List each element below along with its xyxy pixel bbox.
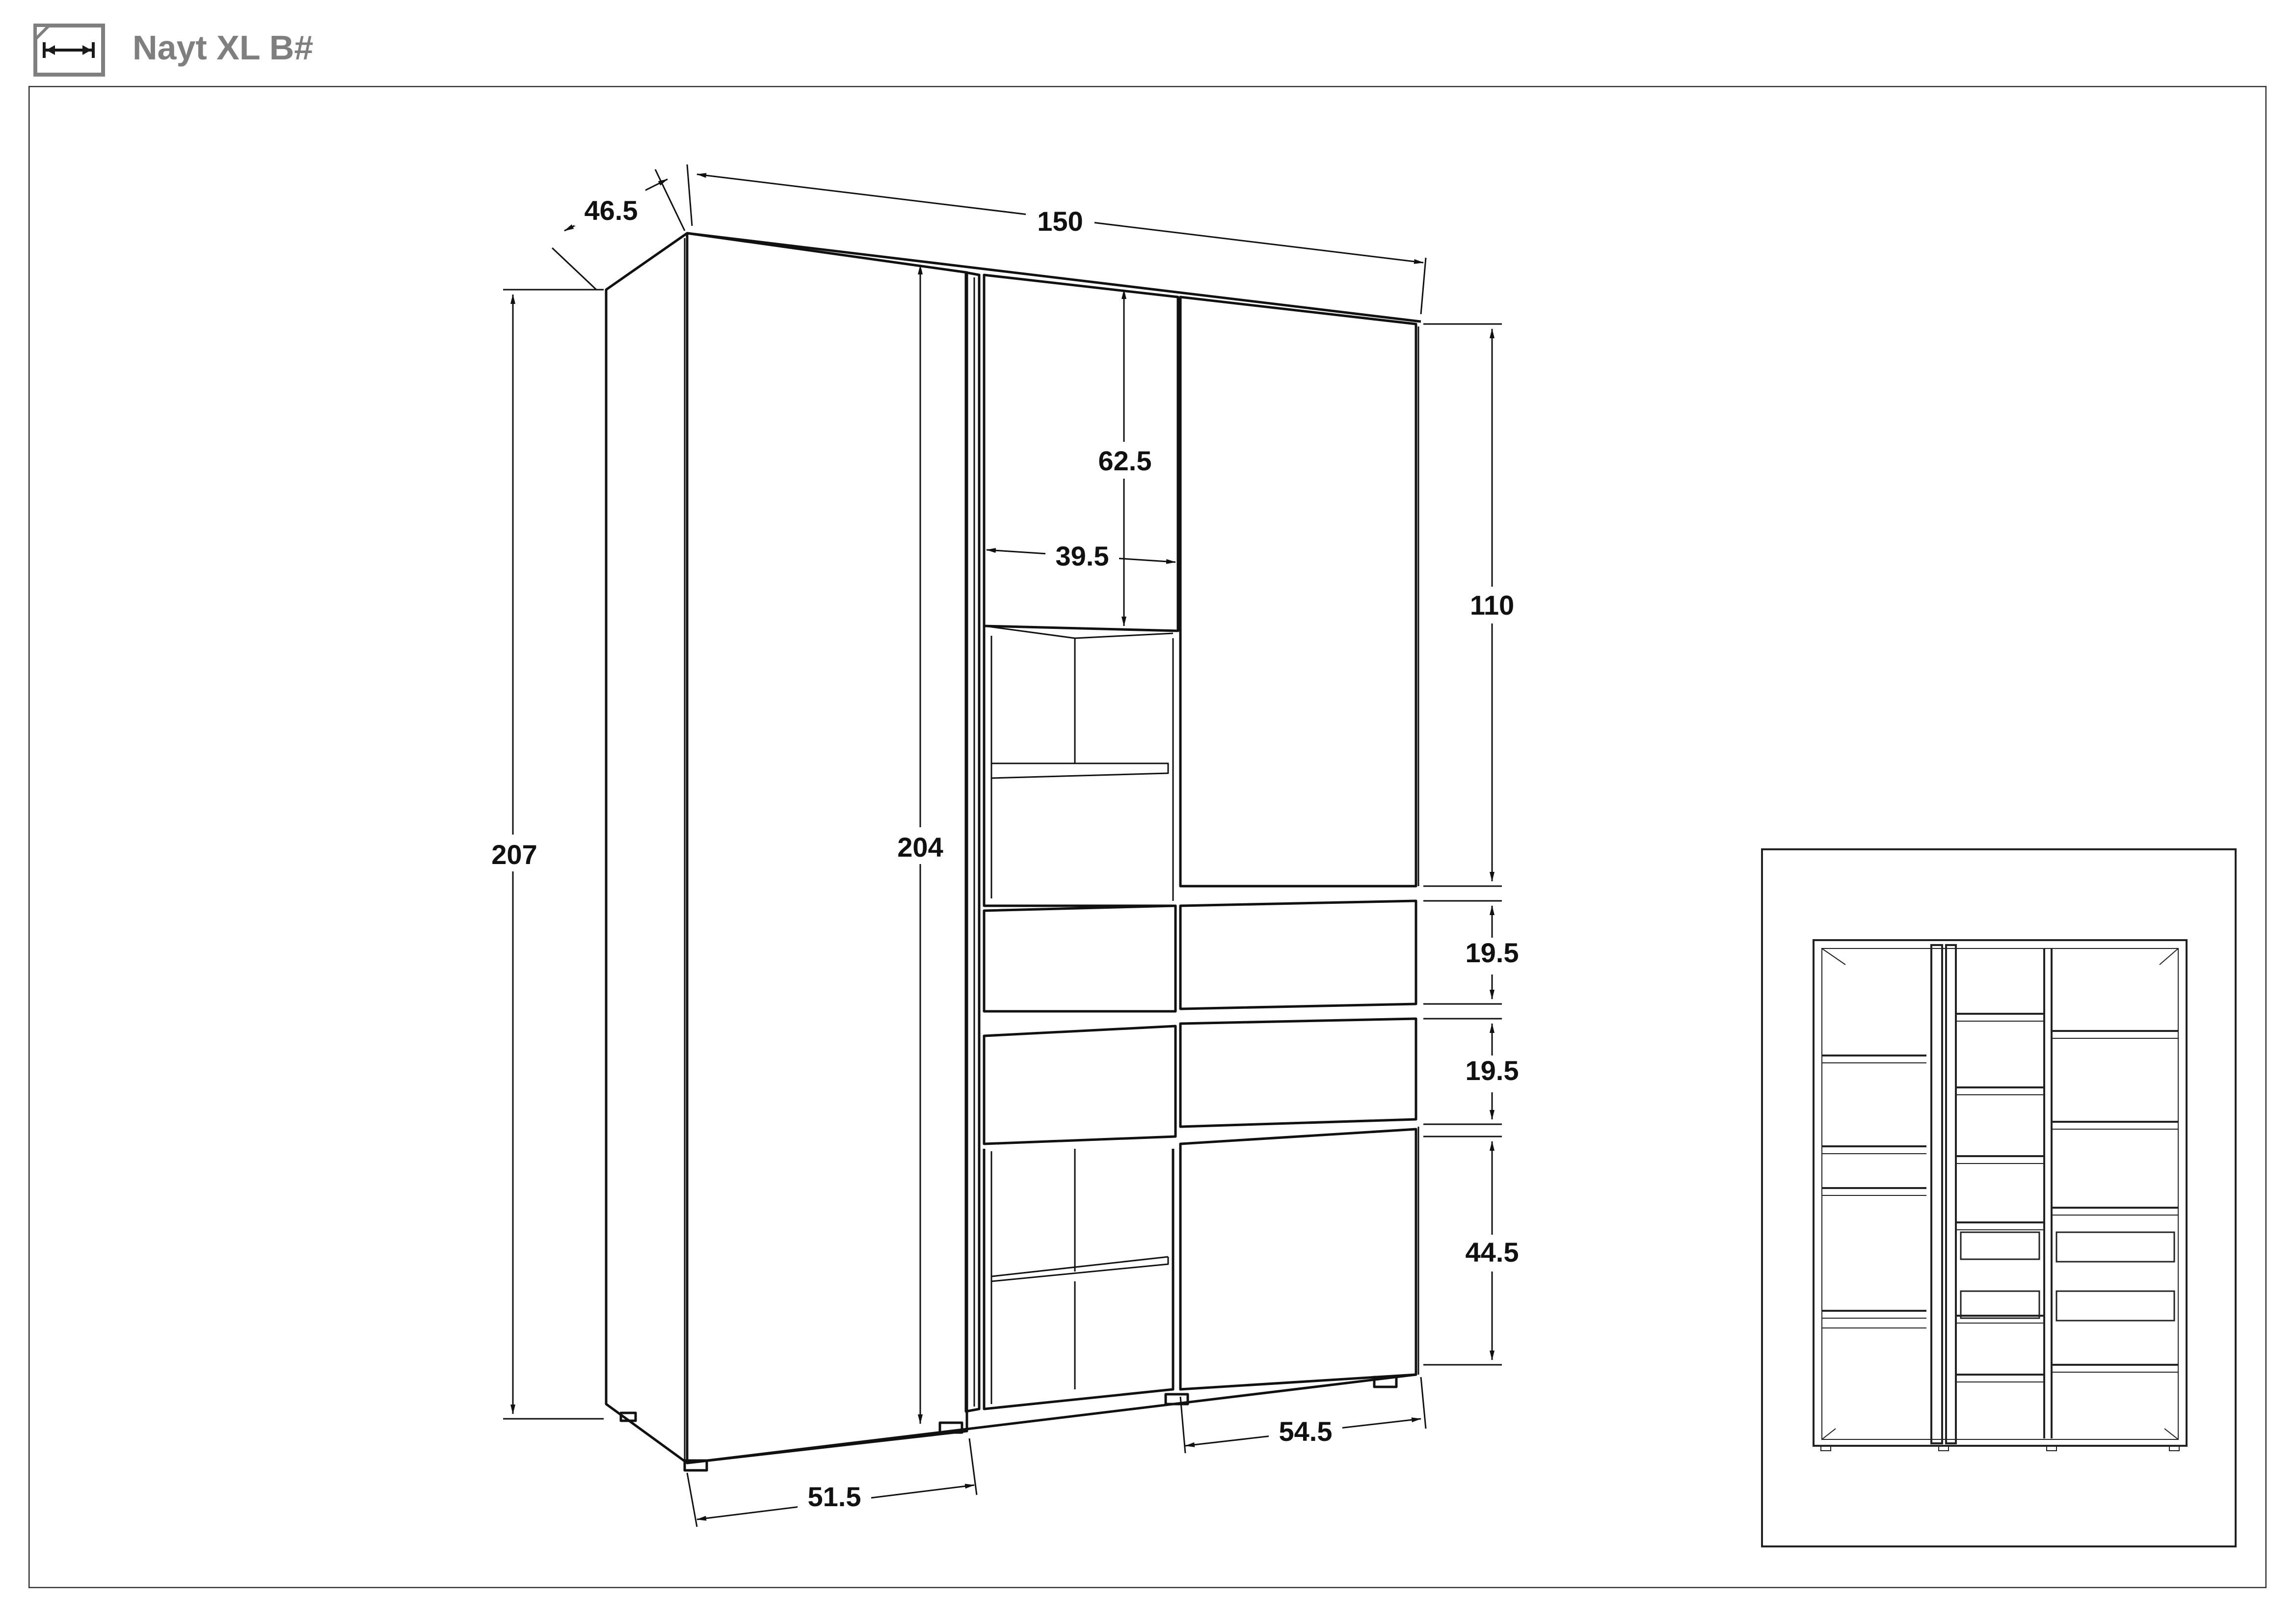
drawer-right-1 — [1179, 899, 1417, 1010]
foot — [683, 1459, 708, 1472]
drawer-left-1 — [983, 904, 1177, 1013]
dim-width: 150 — [1037, 206, 1083, 237]
dim-right-door-height: 110 — [1470, 590, 1514, 621]
technical-drawing: 46.5 150 207 204 62.5 39.5 110 19.5 19.5… — [28, 86, 2267, 1588]
interior-view-inset — [1761, 848, 2237, 1547]
dimensions-icon — [33, 24, 105, 77]
foot — [619, 1411, 637, 1422]
right-upper-door — [1179, 296, 1417, 888]
cabinet-main-view — [605, 232, 1421, 1472]
center-divider — [964, 271, 981, 1413]
dim-drawer-2-height: 19.5 — [1466, 1055, 1519, 1086]
document-title: Nayt XL B# — [133, 28, 314, 67]
dim-left-door-width: 51.5 — [808, 1481, 861, 1512]
dim-bottom-door-height: 44.5 — [1466, 1237, 1519, 1268]
dim-glass-door-width: 39.5 — [1056, 541, 1109, 571]
dim-right-section-width: 54.5 — [1279, 1416, 1333, 1447]
right-lower-door — [1179, 1128, 1417, 1391]
dimension-lines — [503, 164, 1502, 1527]
glass-door — [983, 273, 1179, 632]
inset-frame — [1761, 848, 2237, 1547]
foot — [938, 1421, 963, 1434]
foot — [1373, 1376, 1398, 1388]
drawer-left-2 — [983, 1025, 1177, 1145]
dim-depth: 46.5 — [585, 195, 638, 226]
dim-height-inner: 204 — [897, 832, 943, 863]
dim-height-total: 207 — [491, 839, 537, 870]
dimension-labels: 46.5 150 207 204 62.5 39.5 110 19.5 19.5… — [483, 189, 1529, 1515]
drawer-right-2 — [1179, 1017, 1417, 1128]
cabinet-side-panel — [605, 232, 689, 1464]
dim-glass-door-height: 62.5 — [1098, 445, 1152, 476]
foot — [1164, 1393, 1189, 1406]
dim-drawer-1-height: 19.5 — [1466, 937, 1519, 968]
